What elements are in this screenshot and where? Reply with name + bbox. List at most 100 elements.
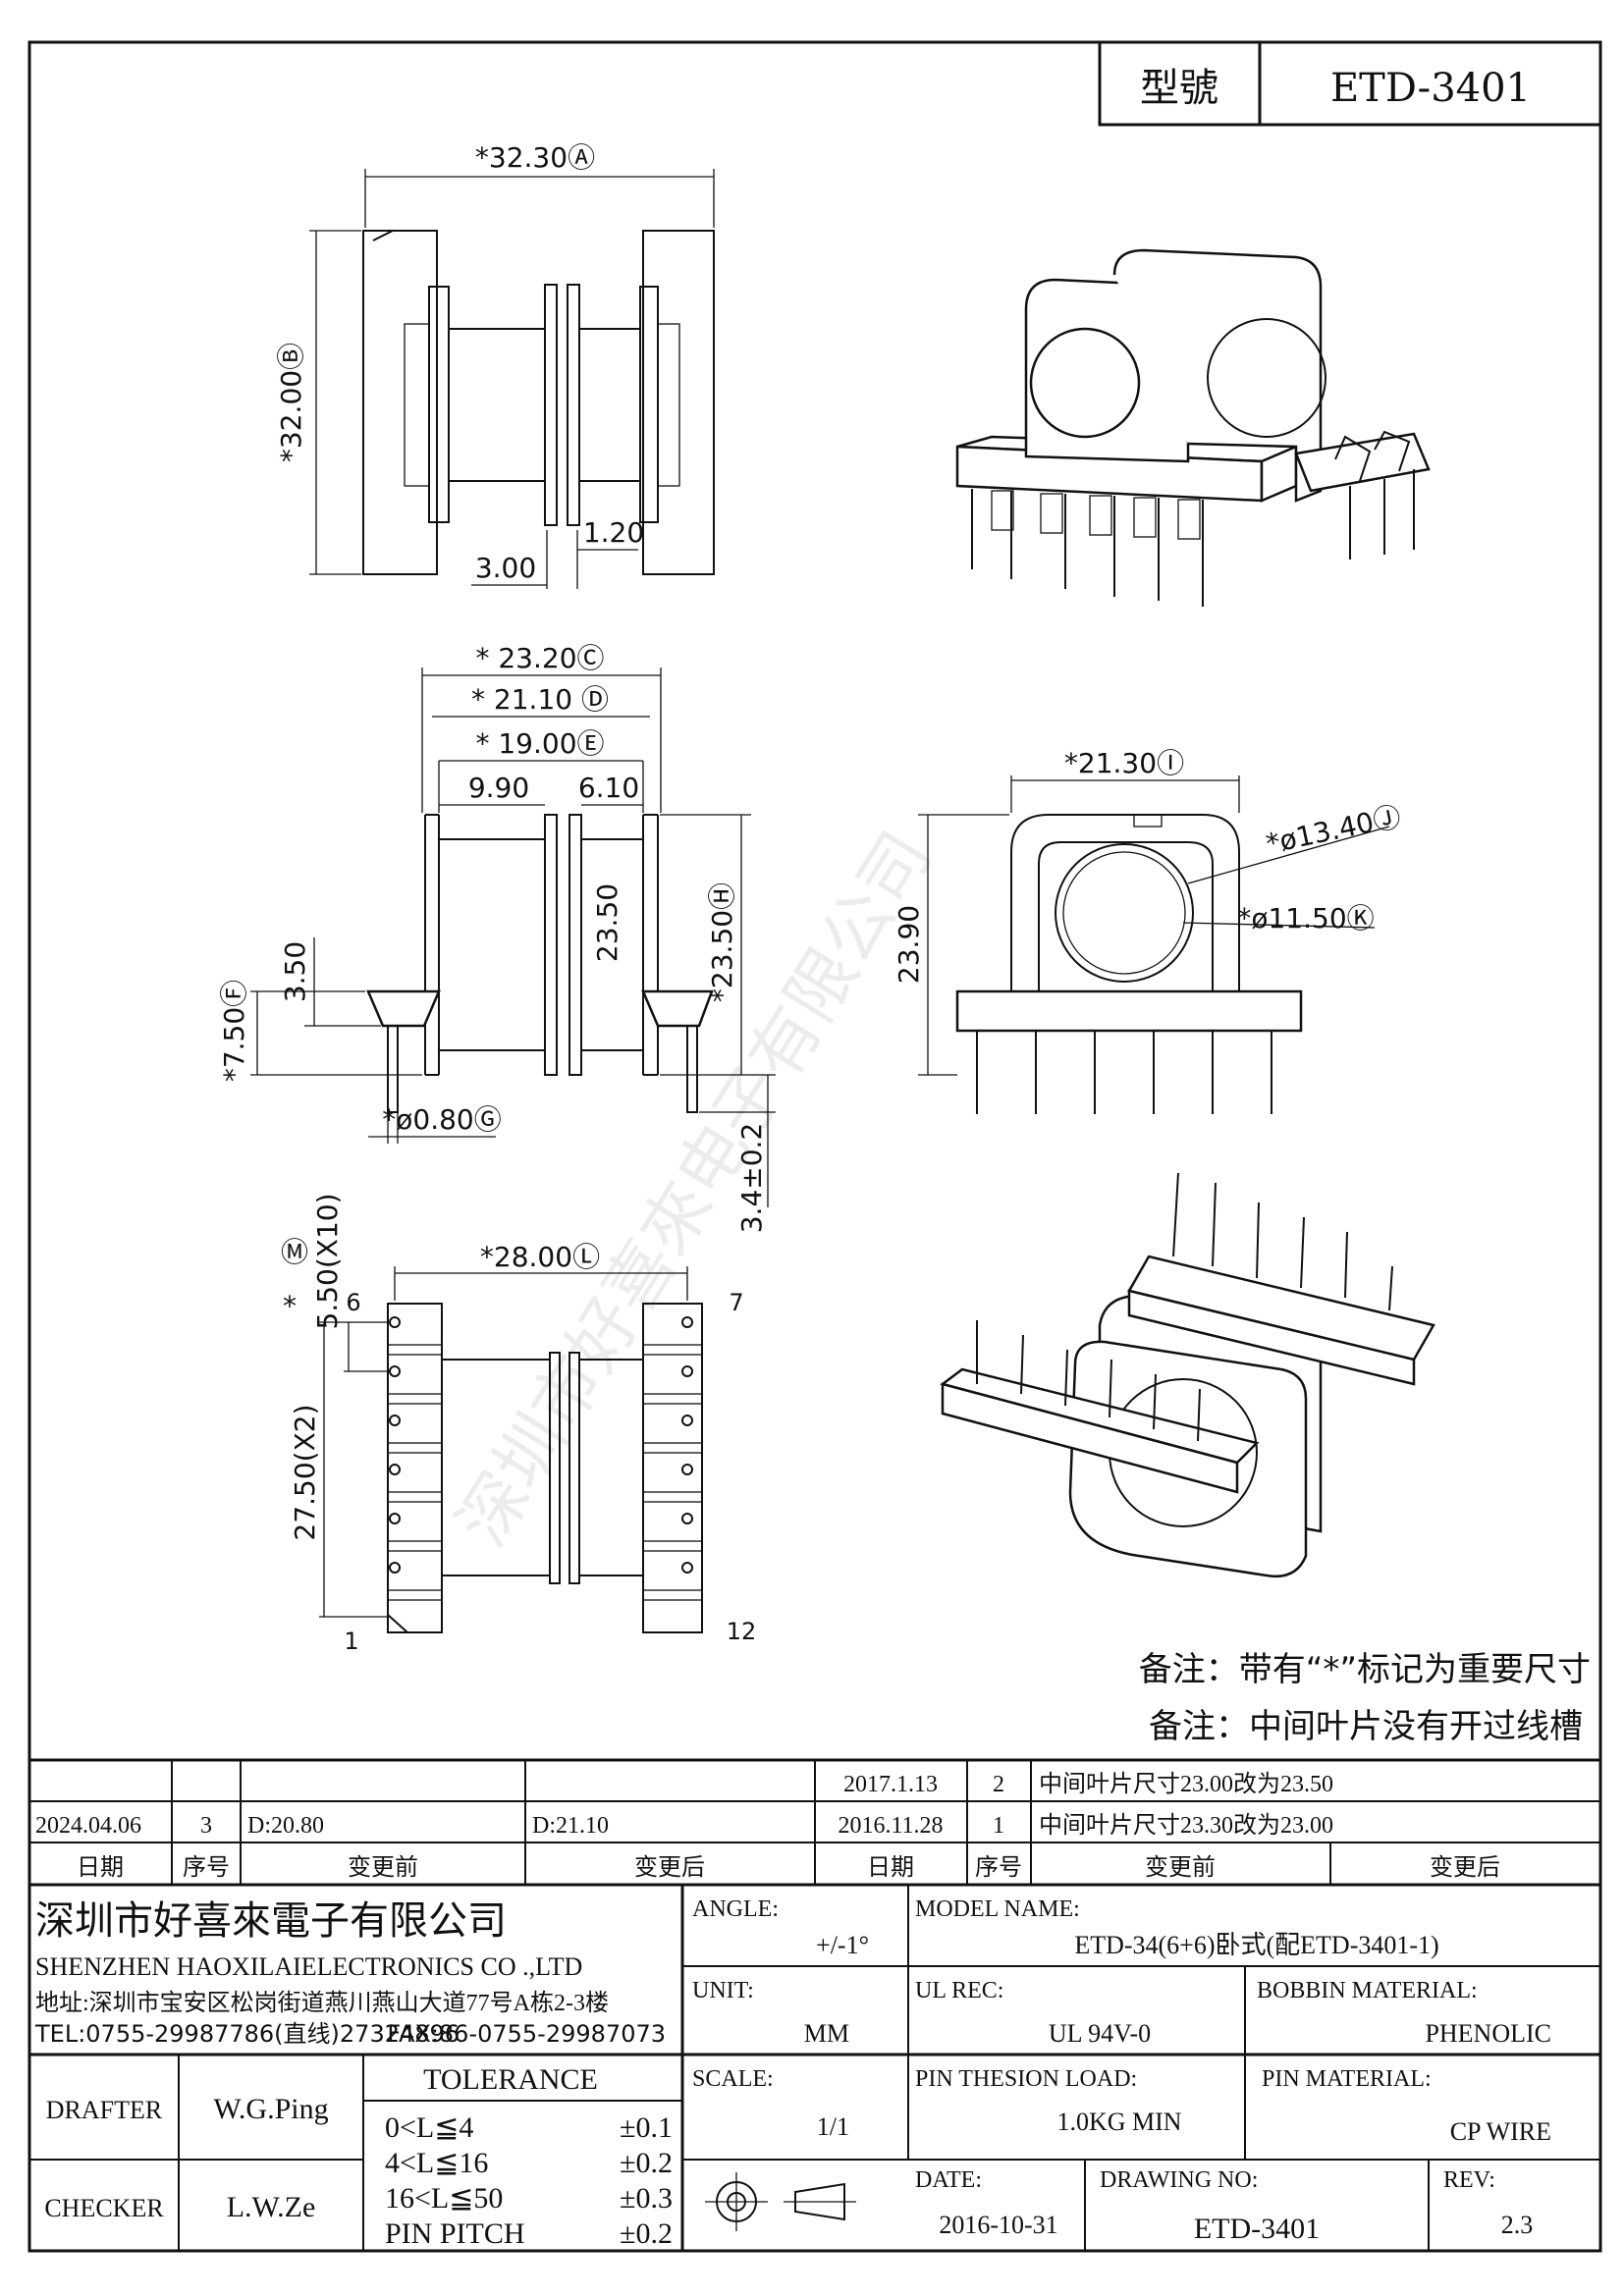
hdr-before-left: 变更前 — [348, 1854, 418, 1881]
tol-value-3: ±0.3 — [620, 2182, 673, 2215]
dim-350: 3.50 — [279, 941, 311, 1002]
hdr-after-left: 变更后 — [634, 1854, 705, 1881]
side-view: *21.30Ⓘ 23.90 *ø13.40Ⓙ *ø11.50Ⓚ — [893, 747, 1404, 1114]
rev1-no: 1 — [993, 1813, 1004, 1839]
rev3-before: D:20.80 — [247, 1813, 324, 1839]
dim-d: * 21.10 Ⓓ — [471, 683, 609, 716]
checker-label: CHECKER — [44, 2194, 164, 2222]
hdr-date-right: 日期 — [867, 1855, 914, 1881]
dim-l: *28.00Ⓛ — [480, 1241, 600, 1273]
drawing-no-value: ETD-3401 — [1194, 2213, 1320, 2245]
title-block: 深圳市好喜來電子有限公司 SHENZHEN HAOXILAIELECTRONIC… — [29, 1885, 1600, 2251]
unit-label: UNIT: — [692, 1978, 754, 2003]
drafter-label: DRAFTER — [46, 2096, 163, 2124]
tol-value-1: ±0.1 — [620, 2111, 673, 2144]
dim-f: *7.50Ⓕ — [218, 980, 250, 1082]
date-value: 2016-10-31 — [939, 2211, 1057, 2239]
dim-left: 9.90 — [468, 772, 529, 804]
tol-range-3: 16<L≦50 — [385, 2182, 503, 2215]
company-watermark: 深圳市好喜來电子有限公司 — [442, 818, 947, 1560]
ul-label: UL REC: — [915, 1978, 1003, 2003]
dim-m-star: * — [283, 1290, 297, 1322]
company-name-en: SHENZHEN HAOXILAIELECTRONICS CO .,LTD — [35, 1952, 582, 1981]
scale-value: 1/1 — [817, 2112, 849, 2141]
tol-value-2: ±0.2 — [620, 2147, 673, 2179]
pin-1-label: 1 — [344, 1628, 358, 1655]
hdr-no-right: 序号 — [975, 1854, 1022, 1881]
model-name-value: ETD-34(6+6)卧式(配ETD-3401-1) — [1074, 1931, 1438, 1959]
dim-k: *ø11.50Ⓚ — [1237, 902, 1374, 934]
rev2-before: 中间叶片尺寸23.00改为23.50 — [1039, 1771, 1333, 1797]
dim-g: *ø0.80Ⓖ — [382, 1103, 501, 1136]
dim-plate: 1.20 — [583, 516, 644, 549]
dim-height: 23.90 — [893, 905, 925, 984]
model-header: 型號 ETD-3401 — [1098, 40, 1602, 127]
rev-value: 2.3 — [1501, 2211, 1534, 2239]
pin-12-label: 12 — [727, 1618, 757, 1645]
pin-load-label: PIN THESION LOAD: — [915, 2066, 1137, 2092]
dim-i: *21.30Ⓘ — [1064, 747, 1184, 779]
projection-symbol-icon — [705, 2172, 856, 2231]
bottom-view: *28.00Ⓛ 5.50(X10) Ⓜ * 27.50(X2) 6 7 1 12 — [281, 1193, 756, 1655]
company-address: 地址:深圳市宝安区松岗街道燕川燕山大道77号A栋2-3楼 — [35, 1990, 609, 2016]
drafter-value: W.G.Ping — [213, 2093, 328, 2125]
note-important: 备注：带有“*”标记为重要尺寸 — [1139, 1650, 1591, 1689]
dim-pin-len: 3.4±0.2 — [735, 1123, 768, 1234]
dim-a: *32.30Ⓐ — [475, 141, 595, 174]
dim-b: *32.00Ⓑ — [275, 343, 307, 462]
model-name-label: MODEL NAME: — [915, 1896, 1080, 1922]
date-label: DATE: — [915, 2167, 982, 2193]
company-tel: TEL:0755-29987786(直线)27324896 — [34, 2020, 460, 2048]
rev3-no: 3 — [200, 1813, 212, 1839]
dim-center: 23.50 — [591, 883, 623, 962]
sheet-border — [27, 40, 1602, 2253]
note-blade: 备注：中间叶片没有开过线槽 — [1149, 1707, 1583, 1746]
hdr-before-right: 变更前 — [1145, 1854, 1216, 1881]
dim-row: 27.50(X2) — [289, 1404, 321, 1540]
rev2-date: 2017.1.13 — [843, 1772, 938, 1797]
tol-range-2: 4<L≦16 — [385, 2147, 488, 2179]
dim-c: * 23.20Ⓒ — [475, 642, 604, 674]
front-view: * 23.20Ⓒ * 21.10 Ⓓ * 19.00Ⓔ 9.90 6.10 23… — [218, 642, 776, 1233]
rev3-after: D:21.10 — [532, 1813, 609, 1839]
hdr-no-left: 序号 — [183, 1854, 230, 1881]
iso-view-bottom — [940, 1172, 1435, 1578]
dim-e: * 19.00Ⓔ — [475, 727, 604, 760]
rev1-date: 2016.11.28 — [838, 1813, 943, 1839]
tolerance-label: TOLERANCE — [423, 2063, 598, 2096]
unit-value: MM — [804, 2019, 849, 2048]
model-label: 型號 — [1140, 66, 1218, 111]
checker-value: L.W.Ze — [227, 2191, 316, 2223]
rev1-before: 中间叶片尺寸23.30改为23.00 — [1039, 1812, 1333, 1839]
rev3-date: 2024.04.06 — [35, 1813, 141, 1839]
hdr-after-right: 变更后 — [1430, 1854, 1500, 1881]
drawing-no-label: DRAWING NO: — [1100, 2167, 1258, 2193]
dim-pitch: 5.50(X10) — [311, 1193, 344, 1329]
pin-6-label: 6 — [346, 1289, 360, 1316]
bobbin-value: PHENOLIC — [1425, 2019, 1551, 2048]
company-fax: FAX:86-0755-29987073 — [387, 2020, 666, 2048]
top-view: *32.30Ⓐ *32.00Ⓑ 3.00 1.20 — [275, 141, 715, 589]
angle-label: ANGLE: — [692, 1896, 779, 1922]
tol-value-4: ±0.2 — [620, 2217, 673, 2250]
tol-range-4: PIN PITCH — [385, 2217, 525, 2250]
pin-7-label: 7 — [729, 1289, 743, 1316]
iso-view-top — [955, 248, 1431, 607]
rev-label: REV: — [1443, 2167, 1495, 2193]
hdr-date-left: 日期 — [77, 1855, 124, 1881]
model-value: ETD-3401 — [1330, 66, 1531, 111]
pin-material-value: CP WIRE — [1450, 2117, 1551, 2146]
tol-range-1: 0<L≦4 — [385, 2111, 473, 2144]
dim-gap: 3.00 — [475, 552, 536, 584]
rev2-no: 2 — [993, 1772, 1004, 1797]
ul-value: UL 94V-0 — [1049, 2019, 1151, 2048]
dim-h: *23.50Ⓗ — [706, 882, 738, 1002]
bobbin-label: BOBBIN MATERIAL: — [1257, 1978, 1478, 2003]
dim-right: 6.10 — [578, 772, 639, 804]
company-name-cn: 深圳市好喜來電子有限公司 — [35, 1898, 507, 1944]
angle-value: +/-1° — [816, 1931, 869, 1959]
scale-label: SCALE: — [692, 2066, 774, 2092]
dim-m: Ⓜ — [281, 1236, 308, 1268]
dim-j: *ø13.40Ⓙ — [1263, 800, 1403, 860]
